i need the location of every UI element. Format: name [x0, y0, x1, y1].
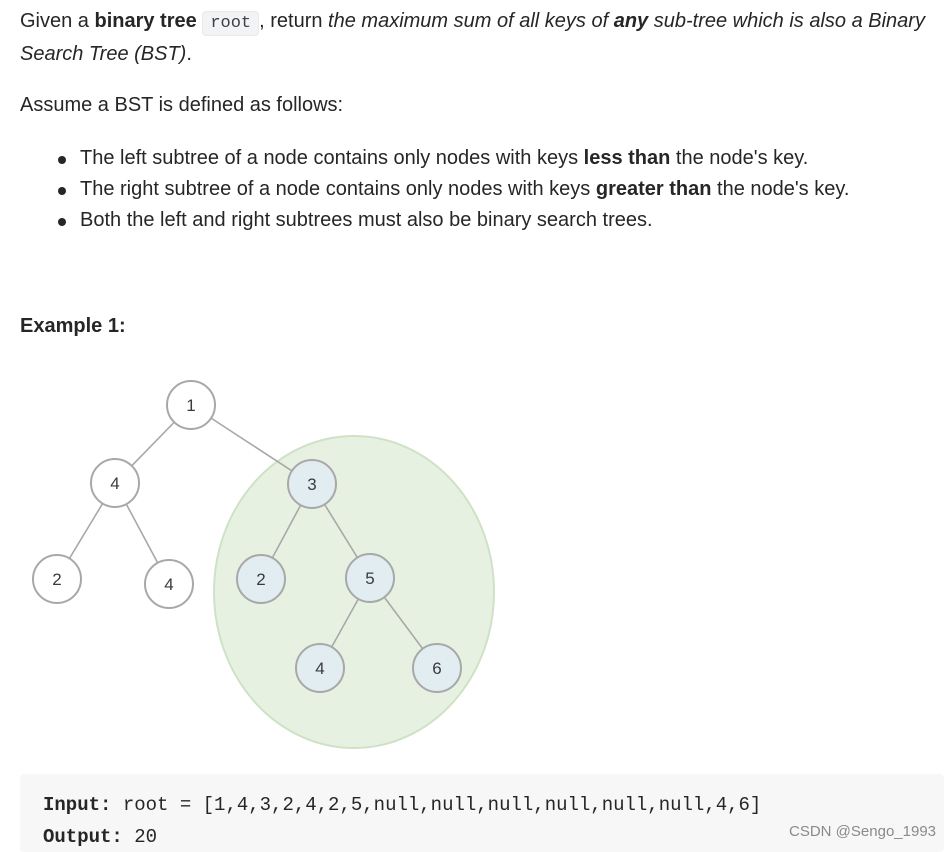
example-title: Example 1:: [20, 315, 126, 337]
rule-item: The left subtree of a node contains only…: [58, 143, 849, 174]
node-label: 3: [307, 475, 316, 494]
tree-node: 6: [412, 643, 462, 693]
node-label: 6: [432, 659, 441, 678]
rule-bold: greater than: [595, 178, 712, 200]
node-circle: [345, 553, 395, 603]
tree-node: 2: [32, 554, 82, 604]
desc-any: any: [613, 10, 649, 32]
bst-rules-list: The left subtree of a node contains only…: [58, 143, 849, 236]
rule-text: Both the left and right subtrees must al…: [80, 209, 653, 231]
node-circle: [236, 554, 286, 604]
node-circle: [295, 643, 345, 693]
node-label: 4: [315, 659, 324, 678]
example-code-block: Input: root = [1,4,3,2,4,2,5,null,null,n…: [20, 774, 944, 852]
root-code: root: [202, 11, 260, 36]
input-label: Input:: [43, 794, 112, 816]
tree-node: 4: [295, 643, 345, 693]
node-circle: [166, 380, 216, 430]
input-value: root = [1,4,3,2,4,2,5,null,null,null,nul…: [111, 794, 762, 816]
tree-node: 1: [166, 380, 216, 430]
rule-item: The right subtree of a node contains onl…: [58, 174, 849, 205]
desc-given: Given a: [20, 10, 95, 32]
example-tree-diagram: 1 4 3 2 4 2 5 4 6: [32, 380, 495, 749]
assume-text: Assume a BST is defined as follows:: [20, 94, 344, 116]
tree-nodes: 1 4 3 2 4 2 5 4 6: [32, 380, 462, 693]
output-value: 20: [122, 826, 158, 848]
watermark: CSDN @Sengo_1993: [789, 823, 936, 840]
desc-binary-tree: binary tree: [94, 10, 197, 32]
rule-item: Both the left and right subtrees must al…: [58, 205, 849, 236]
problem-description: Given a binary tree root, return the max…: [20, 6, 940, 70]
desc-italic-tail: sub-tree which is also a Binary Search T…: [20, 10, 925, 65]
node-label: 2: [52, 570, 61, 589]
desc-italic-lead: the maximum sum of all keys of: [328, 10, 614, 32]
tree-node: 2: [236, 554, 286, 604]
tree-node: 3: [287, 459, 337, 509]
node-label: 2: [256, 570, 265, 589]
node-label: 4: [164, 575, 173, 594]
desc-return: , return: [259, 10, 329, 32]
tree-node: 4: [144, 559, 194, 609]
tree-node: 5: [345, 553, 395, 603]
rule-text: The left subtree of a node contains only…: [80, 147, 584, 169]
input-line: Input: root = [1,4,3,2,4,2,5,null,null,n…: [43, 791, 761, 819]
rule-text: The right subtree of a node contains onl…: [80, 178, 596, 200]
node-circle: [144, 559, 194, 609]
node-label: 1: [186, 396, 195, 415]
tree-node: 4: [90, 458, 140, 508]
rule-bold: less than: [583, 147, 671, 169]
node-circle: [90, 458, 140, 508]
node-circle: [287, 459, 337, 509]
output-line: Output: 20: [43, 823, 157, 851]
node-circle: [412, 643, 462, 693]
output-label: Output:: [43, 826, 123, 848]
rule-text-end: the node's key.: [711, 178, 850, 200]
desc-period: .: [186, 43, 192, 65]
node-circle: [32, 554, 82, 604]
node-label: 4: [110, 474, 119, 493]
node-label: 5: [365, 569, 374, 588]
rule-text-end: the node's key.: [670, 147, 809, 169]
